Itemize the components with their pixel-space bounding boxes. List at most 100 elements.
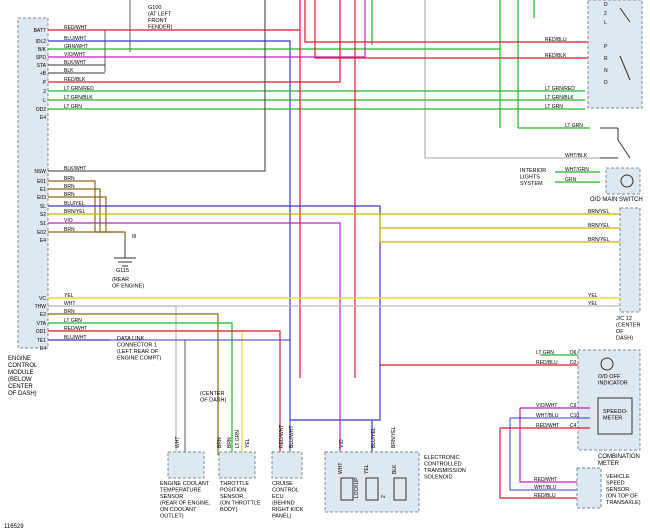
solenoid-coil xyxy=(340,477,354,501)
bottom-wire-label: BRN xyxy=(217,437,223,448)
bottom-wire-label: BLU/YEL xyxy=(371,427,377,448)
text-line: ENGINE COMPT) xyxy=(117,356,161,362)
ecm-pin: E02 xyxy=(37,230,46,236)
od-wire-label: WHT/BLK xyxy=(565,153,588,159)
ecm-pin: SPD xyxy=(36,55,47,61)
ecm-pin: NSW xyxy=(34,169,46,175)
meter-pin: C4 xyxy=(570,423,577,429)
switch-wire-label: RED/BLU xyxy=(545,37,567,43)
text-line: (REAR xyxy=(112,277,129,283)
jc12-box xyxy=(619,207,641,313)
text-line: TRANSMISSION xyxy=(424,468,466,474)
ecm-wire-label: LT GRN/BLK xyxy=(64,95,93,101)
jc-wire-label: YEL xyxy=(588,293,598,299)
ecm-pin: E01 xyxy=(37,179,46,185)
jc-wire-label: YEL xyxy=(588,301,598,307)
text-line: (ON TOP OF xyxy=(606,494,638,500)
switch-letter: D xyxy=(604,2,608,8)
od-wire-label: WHT/GRN xyxy=(565,167,589,173)
text-line: OF DASH) xyxy=(200,398,226,404)
text-line: DASH) xyxy=(616,336,633,342)
text-line: J/C 12 xyxy=(616,316,632,322)
switch-wire-label: RED/BLK xyxy=(545,53,567,59)
text-line: CRUISE xyxy=(272,481,293,487)
neutral-switch-box xyxy=(587,0,643,109)
meter-wire-label: RED/WHT xyxy=(536,423,559,429)
ecm-wire-label: BLU/YEL xyxy=(64,201,85,207)
ecm-pin: 2 xyxy=(43,89,46,95)
solenoid-coil xyxy=(365,477,379,501)
ecm-pin: VTA xyxy=(37,321,47,327)
ecm-pin: E4 xyxy=(40,238,46,244)
ecs-label-lockup: LOCKUP xyxy=(354,477,360,498)
bottom-wire-label: RED/WHT xyxy=(279,425,285,448)
text-line: FRONT xyxy=(148,18,168,24)
ecm-pin: S1 xyxy=(40,221,46,227)
figure-id: 116529 xyxy=(4,524,24,530)
ecm-wire-label: BLU/WHT xyxy=(64,36,87,42)
text-line: (REAR OF ENGINE, xyxy=(160,501,211,507)
jc-wire-label: BRN/YEL xyxy=(588,237,610,243)
text-line: G100 xyxy=(148,5,161,11)
ecm-pin: VC xyxy=(39,296,46,302)
text-line: O/D OFF xyxy=(598,374,621,380)
text-line: SYSTEM xyxy=(520,181,543,187)
switch-letter: 2 xyxy=(604,11,607,17)
g115-label: G115 xyxy=(116,268,129,274)
text-line: CONNECTOR 1 xyxy=(117,343,157,349)
ecm-pin: E2 xyxy=(40,312,46,318)
vss-box xyxy=(576,467,602,509)
text-line: CONTROLLED xyxy=(424,462,462,468)
text-line: (BEHIND xyxy=(272,501,295,507)
text-line: METER xyxy=(598,461,620,467)
od-wire-label: GRN xyxy=(565,177,577,183)
text-line: SPEED xyxy=(606,481,625,487)
ecm-wire-label: LT GRN xyxy=(64,318,82,324)
bottom-wire-label: VIO xyxy=(339,439,345,448)
meter-wire-label: RED/BLU xyxy=(536,360,558,366)
ecs-label-wht: WHT xyxy=(338,463,344,474)
bottom-wire-label: BLU/WHT xyxy=(289,426,295,449)
text-line: (CENTER xyxy=(200,391,224,397)
text-line: METER xyxy=(603,416,622,422)
od-switch-label: O/D MAIN SWITCH xyxy=(590,197,643,203)
speedometer-label: SPEEDO-METER xyxy=(603,409,628,422)
ecm-wire-label: BLU/WHT xyxy=(64,335,87,341)
switch-wire-label: LT GRN/BLK xyxy=(545,95,574,101)
text-line: ENGINE COOLANT xyxy=(160,481,210,487)
switch-letter: N xyxy=(604,68,608,74)
ecm-wire-label: WHT xyxy=(64,301,75,307)
ect-sensor xyxy=(167,451,205,479)
text-line: INTERIOR xyxy=(520,168,546,174)
ecm-wire-label: BRN/YEL xyxy=(64,209,86,215)
switch-letter: R xyxy=(604,56,608,62)
ecm-wire-label: BLK/WHT xyxy=(64,60,86,66)
text-line: (CENTER xyxy=(616,323,640,329)
bottom-wire-label: WHT xyxy=(175,437,181,448)
ecm-wire-label: BRN xyxy=(64,309,75,315)
ecm-pin: IDL2 xyxy=(35,39,46,45)
ecm-pin: +B xyxy=(40,71,47,77)
vss-wire-label: RED/WHT xyxy=(534,477,557,483)
ecm-pin: P xyxy=(43,80,47,86)
switch-letter: P xyxy=(604,44,608,50)
text-line: THROTTLE xyxy=(220,481,249,487)
text-line: PANEL) xyxy=(272,514,292,520)
ecm-wire-label: RED/WHT xyxy=(64,326,87,332)
text-line: OF DASH) xyxy=(8,391,37,397)
jc-wire-label: BRN/YEL xyxy=(588,209,610,215)
ecm-pin: TE1 xyxy=(37,338,46,344)
text-line: CONTROL xyxy=(8,363,38,369)
text-line: BODY) xyxy=(220,507,238,513)
switch-wire-label: LT GRN/RED xyxy=(545,86,575,92)
meter-wire-label: LT GRN xyxy=(536,350,554,356)
cruise-ecu xyxy=(271,451,303,479)
